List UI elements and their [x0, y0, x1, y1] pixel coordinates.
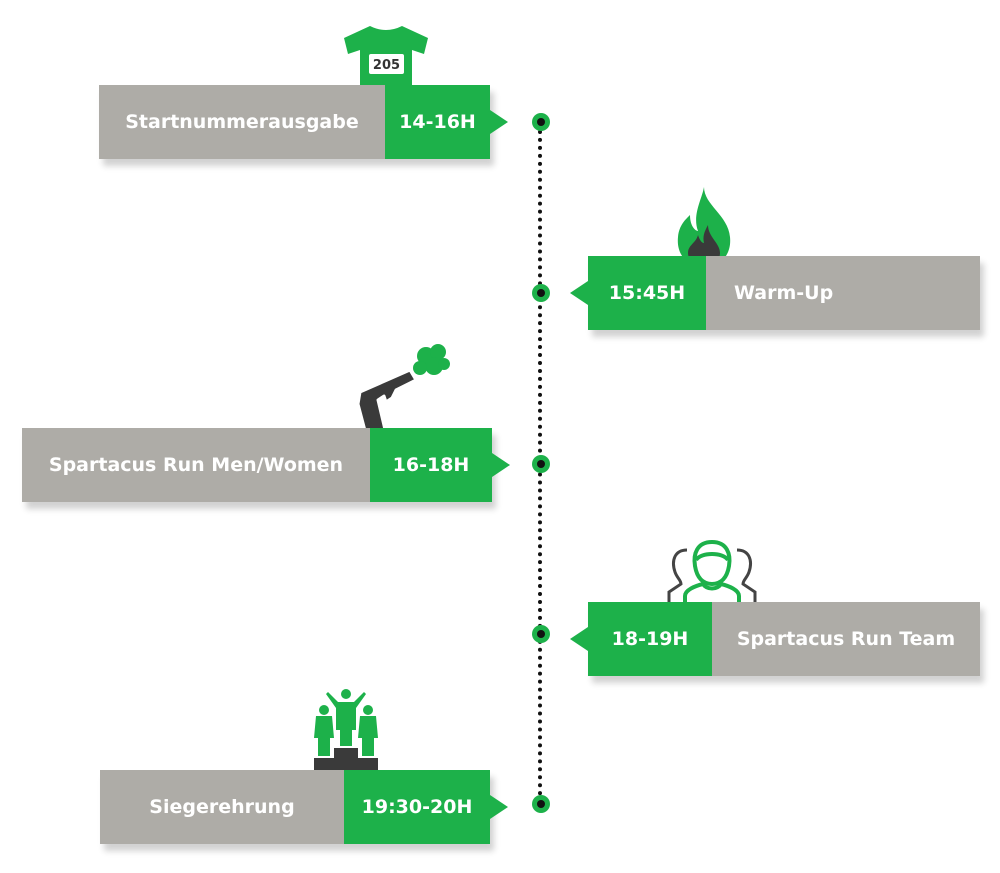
event-time: 15:45H: [570, 256, 706, 330]
event-label: Warm-Up: [706, 256, 980, 330]
event-time: 14-16H: [385, 85, 508, 159]
bib-number: 205: [373, 58, 400, 73]
podium-icon: [314, 689, 378, 776]
timeline-node: [532, 284, 550, 302]
starting-pistol-icon: [356, 344, 450, 442]
event-label: Siegerehrung: [100, 770, 344, 844]
team-icon: [667, 539, 757, 610]
shirt-icon: 205: [344, 26, 428, 98]
event-card-warm-up: 15:45H Warm-Up: [570, 256, 980, 330]
timeline-node: [532, 455, 550, 473]
event-label: Spartacus Run Men/Women: [22, 428, 370, 502]
event-label: Startnummerausgabe: [99, 85, 385, 159]
event-card-spartacus-run: Spartacus Run Men/Women 16-18H: [22, 428, 510, 502]
event-card-team-run: 18-19H Spartacus Run Team: [570, 602, 980, 676]
timeline-node: [532, 795, 550, 813]
event-card-bib-pickup: Startnummerausgabe 14-16H: [99, 85, 508, 159]
timeline-node: [532, 113, 550, 131]
event-time: 16-18H: [370, 428, 510, 502]
timeline-node: [532, 625, 550, 643]
event-label: Spartacus Run Team: [712, 602, 980, 676]
event-card-award-ceremony: Siegerehrung 19:30-20H: [100, 770, 508, 844]
event-time: 19:30-20H: [344, 770, 508, 844]
event-time: 18-19H: [570, 602, 712, 676]
